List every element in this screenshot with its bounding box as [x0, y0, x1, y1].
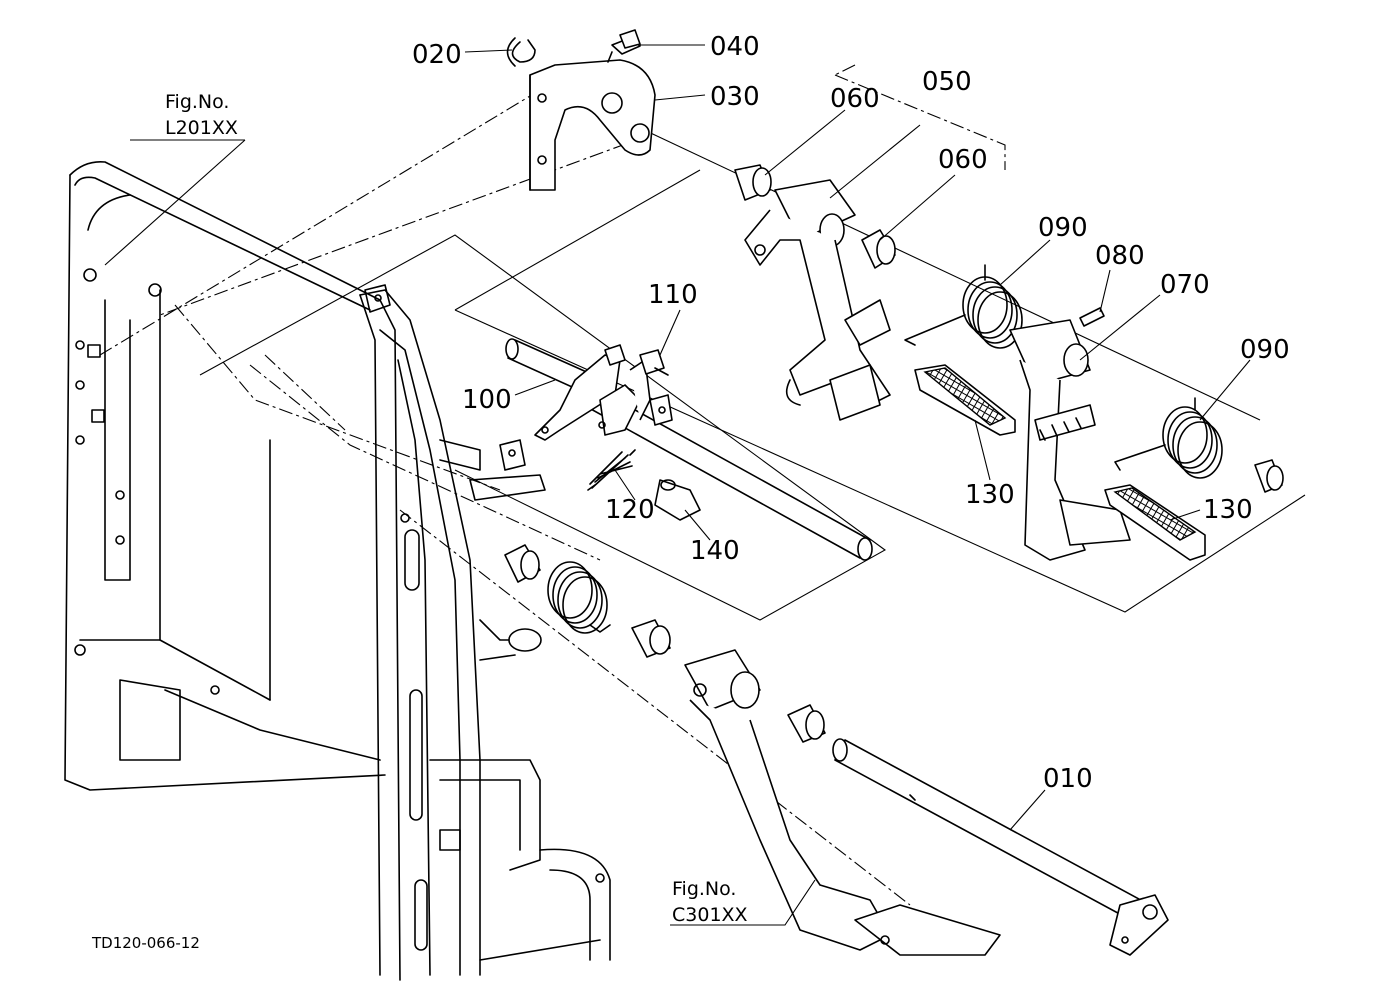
lower-bush-left [504, 544, 541, 583]
callout-060-lower: 060 [938, 145, 988, 175]
callout-130-upper: 130 [965, 480, 1015, 510]
lower-spring [547, 561, 611, 634]
leader-lines [99, 64, 1006, 906]
pedal-pad-130-upper [914, 364, 1016, 436]
pin-080 [1079, 307, 1105, 327]
callout-030: 030 [710, 82, 760, 112]
fig-ref-c301xx-line2: C301XX [672, 904, 748, 926]
bracket-030 [529, 59, 656, 191]
callout-130-lower: 130 [1203, 495, 1253, 525]
spring-090-upper [904, 264, 1023, 349]
callout-100: 100 [462, 385, 512, 415]
lower-bush-right [787, 704, 826, 743]
callout-leaders [104, 44, 1251, 926]
pedal-pad-130-lower [1104, 484, 1206, 561]
bolt-110 [639, 349, 669, 376]
callout-010: 010 [1043, 764, 1093, 794]
shaft-100 [505, 338, 873, 561]
callout-060-upper: 060 [830, 84, 880, 114]
callout-090-lower: 090 [1240, 335, 1290, 365]
grease-nipple-040 [607, 29, 641, 63]
spring-120 [587, 449, 636, 491]
pedal-050 [734, 164, 896, 421]
brake-pedal [684, 649, 1001, 956]
pedal-070 [1009, 319, 1131, 561]
fig-ref-l201xx-line1: Fig.No. [165, 91, 229, 113]
callout-020: 020 [412, 40, 462, 70]
callout-090-upper: 090 [1038, 213, 1088, 243]
fig-ref-l201xx-line2: L201XX [165, 117, 238, 139]
callout-labels: 010 020 030 040 050 060 060 070 080 090 … [412, 32, 1290, 794]
assembly-boxes [199, 127, 1306, 621]
frame-column [359, 284, 611, 976]
bush-right [1254, 459, 1284, 493]
drawing-code: TD120-066-12 [91, 934, 200, 952]
callout-070: 070 [1160, 270, 1210, 300]
callout-120: 120 [605, 495, 655, 525]
fig-ref-c301xx: Fig.No. C301XX [672, 878, 748, 926]
spring-090-lower [1114, 397, 1223, 479]
callout-050: 050 [922, 67, 972, 97]
shaft-010 [832, 738, 1169, 956]
fig-ref-c301xx-line1: Fig.No. [672, 878, 736, 900]
cap-140 [654, 479, 701, 521]
lower-bush-mid [631, 619, 671, 658]
callout-080: 080 [1095, 241, 1145, 271]
callout-040: 040 [710, 32, 760, 62]
circlip-020 [506, 37, 536, 67]
frame-panel [64, 160, 401, 981]
fig-ref-l201xx: Fig.No. L201XX [165, 91, 238, 139]
callout-140: 140 [690, 536, 740, 566]
callout-110: 110 [648, 280, 698, 310]
